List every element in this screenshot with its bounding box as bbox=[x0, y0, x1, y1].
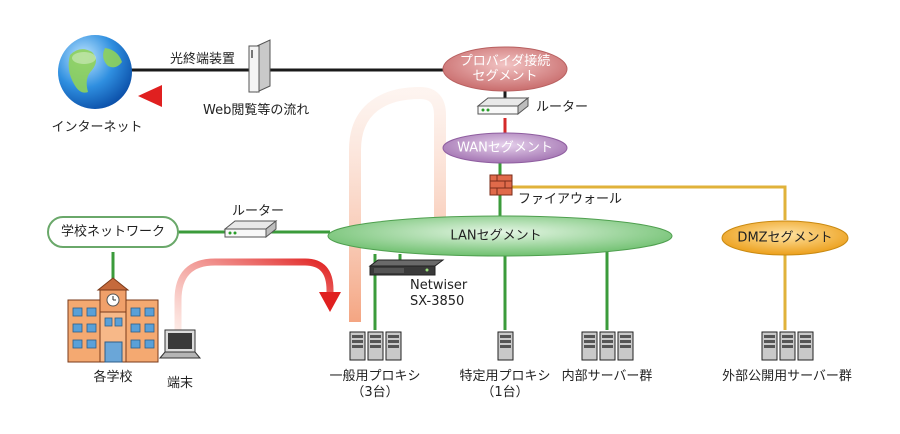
firewall-to-dmz-line bbox=[505, 185, 787, 220]
server-tower-icon bbox=[497, 331, 514, 361]
school-network-node bbox=[47, 216, 179, 248]
server-tower-icon bbox=[581, 331, 598, 361]
wan-segment-node bbox=[442, 132, 568, 164]
server-tower-icon bbox=[385, 331, 402, 361]
specific-proxy-label-line1: 特定用プロキシ bbox=[459, 369, 551, 384]
lan-segment-node bbox=[327, 215, 673, 257]
flow-arrow-lower bbox=[174, 258, 334, 345]
server-tower-icon bbox=[617, 331, 634, 361]
optical-terminal-icon bbox=[248, 39, 271, 93]
school-building-icon bbox=[67, 277, 159, 363]
internet-label: インターネット bbox=[51, 120, 143, 135]
general-proxy-label-line1: 一般用プロキシ bbox=[329, 369, 421, 384]
router-top-label: ルーター bbox=[536, 100, 589, 115]
server-tower-icon bbox=[599, 331, 616, 361]
server-group-specific bbox=[497, 331, 514, 361]
server-group-external bbox=[761, 331, 814, 361]
server-tower-icon bbox=[761, 331, 778, 361]
server-tower-icon bbox=[349, 331, 366, 361]
onu-label: 光終端装置 bbox=[170, 52, 236, 67]
appliance-label-line2: SX-3850 bbox=[410, 294, 465, 309]
provider-segment-node bbox=[442, 46, 568, 92]
server-tower-icon bbox=[797, 331, 814, 361]
wan-segment-label: WANセグメント bbox=[457, 140, 553, 156]
globe-icon bbox=[58, 35, 132, 109]
terminal-label: 端末 bbox=[166, 376, 194, 391]
laptop-icon bbox=[158, 329, 202, 359]
provider-segment-line1: プロバイダ接続 bbox=[459, 54, 551, 69]
dmz-segment-label: DMZセグメント bbox=[737, 230, 833, 246]
router-icon bbox=[476, 96, 530, 116]
external-servers-label: 外部公開用サーバー群 bbox=[722, 369, 852, 384]
flow-label: Web閲覧等の流れ bbox=[203, 103, 310, 118]
server-group-internal bbox=[581, 331, 634, 361]
provider-segment-line2: セグメント bbox=[472, 69, 538, 84]
specific-proxy-label-line2: （1台） bbox=[481, 385, 529, 400]
lan-segment-label: LANセグメント bbox=[450, 228, 542, 244]
flow-arrowhead-left bbox=[138, 85, 162, 107]
internal-servers-label: 内部サーバー群 bbox=[561, 369, 653, 384]
appliance-label-line1: Netwiser bbox=[410, 278, 468, 293]
school-network-label: 学校ネットワーク bbox=[60, 224, 166, 240]
dmz-segment-node bbox=[721, 220, 849, 256]
school-label: 各学校 bbox=[93, 370, 133, 385]
router-left-label: ルーター bbox=[232, 204, 285, 219]
provider-segment-text: プロバイダ接続 セグメント bbox=[460, 54, 550, 84]
router-icon bbox=[223, 219, 278, 239]
server-group-general bbox=[349, 331, 402, 361]
firewall-label: ファイアウォール bbox=[518, 192, 623, 207]
flow-arrowhead-down bbox=[319, 292, 341, 312]
server-tower-icon bbox=[779, 331, 796, 361]
firewall-icon bbox=[489, 174, 513, 196]
web-flow-arrow bbox=[138, 85, 446, 345]
rack-appliance-icon bbox=[368, 259, 445, 276]
general-proxy-label-line2: （3台） bbox=[351, 385, 399, 400]
server-tower-icon bbox=[367, 331, 384, 361]
